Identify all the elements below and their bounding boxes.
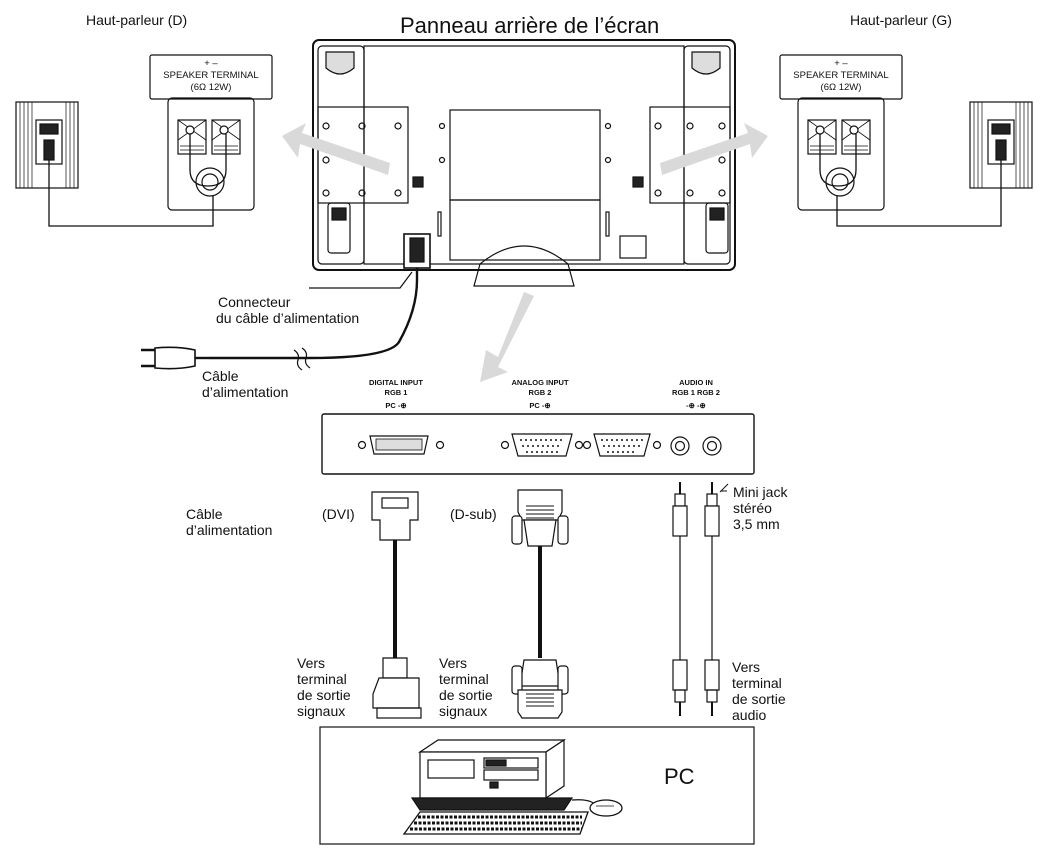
dsub-label: (D-sub) (450, 506, 497, 522)
speaker-left-label: Haut-parleur (G) (850, 12, 952, 28)
input-panel (321, 413, 755, 475)
to-signal-out-left-line1: Vers (297, 655, 326, 671)
terminal-name-left: SPEAKER TERMINAL (793, 70, 888, 81)
digital-rgb-label: RGB 1 (385, 388, 408, 397)
dvi-label: (DVI) (322, 506, 355, 522)
pc-label: PC (664, 764, 695, 789)
minijack-label-line3: 3,5 mm (733, 516, 780, 532)
power-cable-label-line2: d’alimentation (202, 384, 289, 400)
minijack-label-line2: stéréo (733, 500, 772, 516)
power-cable (141, 268, 419, 371)
power-connector-label-line1: Connecteur (218, 294, 291, 310)
signal-cable-label-line2: d’alimentation (186, 522, 273, 538)
to-signal-out-left-line4: signaux (297, 703, 346, 719)
speaker-terminal-labels: + – SPEAKER TERMINAL (6Ω 12W) + – SPEAKE… (163, 58, 888, 93)
minijack-label-line1: Mini jack (733, 484, 788, 500)
audio-cables (672, 482, 729, 716)
digital-pc-label: PC -⊕ (385, 401, 407, 410)
to-audio-out-line4: audio (732, 707, 767, 723)
power-connector-label-line2: du câble d’alimentation (216, 310, 360, 326)
to-audio-out-line1: Vers (732, 659, 761, 675)
dvi-cable (371, 491, 422, 719)
to-signal-out-mid-line4: signaux (439, 703, 488, 719)
pc-illustration (319, 726, 755, 845)
audio-in-label: AUDIO IN (679, 378, 713, 387)
to-signal-out-mid-line3: de sortie (439, 687, 493, 703)
terminal-polarity-right: + – (204, 58, 218, 69)
to-signal-out-mid-line2: terminal (439, 671, 489, 687)
signal-cable-label-line1: Câble (186, 506, 223, 522)
terminal-rating-left: (6Ω 12W) (821, 82, 862, 93)
signal-cable-label: Câble d’alimentation (186, 506, 272, 538)
direction-arrows (282, 123, 768, 382)
to-signal-out-left-label: Vers terminal de sortie signaux (297, 655, 351, 719)
to-signal-out-mid-label: Vers terminal de sortie signaux (439, 655, 493, 719)
power-cable-label-line1: Câble (202, 368, 239, 384)
speaker-right (15, 54, 273, 227)
audio-rgb-label: RGB 1 RGB 2 (672, 388, 720, 397)
terminal-polarity-left: + – (834, 58, 848, 69)
speaker-right-label: Haut-parleur (D) (86, 12, 188, 28)
terminal-name-right: SPEAKER TERMINAL (163, 70, 258, 81)
analog-pc-label: PC -⊕ (529, 401, 551, 410)
to-audio-out-line2: terminal (732, 675, 782, 691)
analog-input-label: ANALOG INPUT (511, 378, 569, 387)
dsub-cable (511, 489, 569, 719)
to-signal-out-left-line2: terminal (297, 671, 347, 687)
power-connector-label: Connecteur du câble d’alimentation (216, 294, 359, 326)
speaker-left (779, 54, 1033, 227)
power-cable-label: Câble d’alimentation (202, 368, 288, 400)
audio-jack-symbols: -⊕ -⊕ (686, 401, 706, 410)
terminal-rating-right: (6Ω 12W) (191, 82, 232, 93)
analog-rgb-label: RGB 2 (529, 388, 552, 397)
to-audio-out-line3: de sortie (732, 691, 786, 707)
to-signal-out-left-line3: de sortie (297, 687, 351, 703)
digital-input-label: DIGITAL INPUT (369, 378, 423, 387)
minijack-label: Mini jack stéréo 3,5 mm (733, 484, 787, 532)
input-panel-labels: DIGITAL INPUT RGB 1 PC -⊕ ANALOG INPUT R… (369, 378, 720, 410)
page-title: Panneau arrière de l’écran (400, 13, 660, 38)
to-signal-out-mid-line1: Vers (439, 655, 468, 671)
to-audio-out-label: Vers terminal de sortie audio (732, 659, 786, 723)
